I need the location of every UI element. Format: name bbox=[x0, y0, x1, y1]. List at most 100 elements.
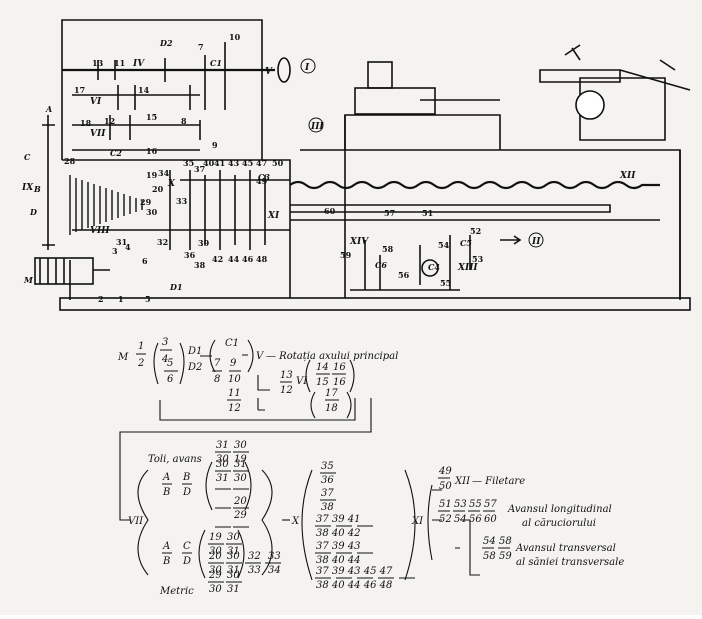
lower-pair-2-num: 20 bbox=[208, 551, 222, 562]
gear-38: 38 bbox=[194, 260, 206, 270]
gear-17-18-num: 17 bbox=[325, 388, 338, 399]
gear-51-52-num: 51 bbox=[439, 499, 452, 510]
gear-7-8-den: 8 bbox=[214, 374, 220, 385]
letter-d2: D2 bbox=[159, 38, 173, 48]
lower-pair2-3-den: 31 bbox=[227, 584, 240, 595]
gear-18: 18 bbox=[80, 118, 92, 128]
shaft-xii-label: XII bbox=[619, 171, 636, 181]
gear-32-33-den: 33 bbox=[248, 565, 261, 576]
lower-pair2-1-num: 30 bbox=[227, 532, 240, 543]
shaft-xiii-label: XIII bbox=[457, 263, 478, 273]
gear-1: 1 bbox=[118, 294, 124, 304]
gear-8: 8 bbox=[181, 116, 187, 126]
x-row-2-num: 37 39 41 bbox=[316, 514, 361, 525]
lower-a: A bbox=[162, 541, 170, 552]
gear-31: 31 bbox=[116, 237, 127, 247]
gear-19: 19 bbox=[146, 170, 158, 180]
gear-53-54-den: 54 bbox=[454, 514, 467, 525]
gear-54-58-num: 54 bbox=[483, 536, 496, 547]
gear-44: 44 bbox=[228, 254, 240, 264]
gear-51-52-den: 52 bbox=[439, 514, 452, 525]
gear-16-16-num: 16 bbox=[333, 362, 346, 373]
x-row-1-den: 38 bbox=[321, 502, 334, 513]
lower-pair-1-num: 19 bbox=[209, 532, 222, 543]
gear-56: 56 bbox=[398, 270, 410, 280]
motor-label: M bbox=[117, 352, 129, 363]
feed-shaft bbox=[290, 204, 611, 213]
gear-30: 30 bbox=[146, 207, 158, 217]
upper-pair-2-den: 19 bbox=[234, 454, 247, 465]
lower-pair2-2-den: 31 bbox=[227, 565, 240, 576]
upper-pair-2-num: 30 bbox=[234, 440, 247, 451]
gear-49-50-num: 49 bbox=[438, 466, 452, 477]
gear-33-34-num: 33 bbox=[268, 551, 281, 562]
c1-label: C1 bbox=[225, 338, 239, 349]
gear-48: 48 bbox=[256, 254, 268, 264]
spindle-rotation: — Rotația axului principal bbox=[266, 351, 398, 362]
shaft-vii-scheme: VII bbox=[128, 516, 144, 527]
letter-b: B bbox=[33, 184, 41, 194]
letter-c1: C1 bbox=[210, 58, 222, 68]
gearbox-box bbox=[62, 159, 291, 298]
gear-39: 39 bbox=[198, 238, 210, 248]
gear-14-15-num: 14 bbox=[316, 362, 329, 373]
shaft-xi-scheme: XI bbox=[411, 516, 424, 527]
gear-35: 35 bbox=[183, 158, 194, 168]
gear-3-4-den: 4 bbox=[161, 354, 168, 365]
motor bbox=[34, 257, 110, 285]
lathe-bed bbox=[59, 297, 691, 311]
kinematic-scheme: M 1 2 3 4 5 6 D1 D2 C1 7 8 9 10 11 12 V … bbox=[117, 337, 624, 597]
circled-i-label: I bbox=[304, 63, 310, 73]
gear-46: 46 bbox=[242, 254, 254, 264]
upper-pair-4-num: 31 bbox=[234, 459, 247, 470]
gear-9-10-den: 10 bbox=[228, 374, 241, 385]
shaft-ix-label: IX bbox=[21, 183, 34, 193]
gear-6: 6 bbox=[142, 256, 148, 266]
gear-32-33-num: 32 bbox=[248, 551, 261, 562]
cross-feed-line-2: al săniei transversale bbox=[516, 557, 624, 568]
shaft-v-scheme: V bbox=[256, 351, 265, 362]
circle-iii bbox=[308, 117, 324, 133]
circled-iii-label: III bbox=[310, 122, 324, 132]
lower-pair2-2-num: 30 bbox=[227, 551, 240, 562]
letter-a: A bbox=[45, 104, 52, 114]
x-row-4-num: 37 39 43 45 47 bbox=[316, 566, 393, 577]
circle-i bbox=[300, 58, 316, 74]
shaft-vii-label: VII bbox=[90, 129, 106, 139]
shaft-vi-label: VI bbox=[90, 97, 102, 107]
x-row-3-den: 38 40 44 bbox=[316, 555, 361, 566]
upper-pair-1-den: 30 bbox=[216, 454, 229, 465]
gear-51: 51 bbox=[422, 208, 433, 218]
gear-9-10-num: 9 bbox=[230, 358, 237, 369]
gear-10: 10 bbox=[229, 32, 241, 42]
lower-b: B bbox=[162, 556, 170, 567]
letter-c: C bbox=[24, 152, 31, 162]
gear-11-12-den: 12 bbox=[228, 403, 241, 414]
gear-54: 54 bbox=[438, 240, 450, 250]
x-row-2-den: 38 40 42 bbox=[316, 528, 361, 539]
lower-pair-2-den: 30 bbox=[209, 565, 222, 576]
lower-pair-3-num: 29 bbox=[208, 570, 222, 581]
lower-pair-3-den: 30 bbox=[209, 584, 222, 595]
gear-11: 11 bbox=[114, 58, 125, 68]
gear-58-59-den: 59 bbox=[499, 551, 512, 562]
upper-pair-3-den: 31 bbox=[216, 473, 229, 484]
circle-ii bbox=[528, 232, 544, 248]
gear-16-16-den: 16 bbox=[333, 377, 346, 388]
gear-13-12-num: 13 bbox=[280, 370, 293, 381]
shaft-xiv-label: XIV bbox=[349, 237, 369, 247]
machine-drawing bbox=[34, 19, 691, 311]
x-row-3-num: 37 39 43 bbox=[316, 541, 361, 552]
long-feed-line-1: Avansul longitudinal bbox=[507, 504, 612, 515]
letter-c2: C2 bbox=[110, 148, 122, 158]
upper-pair-4-den: 30 bbox=[234, 473, 247, 484]
gear-3: 3 bbox=[112, 246, 118, 256]
d1-label: D1 bbox=[187, 346, 202, 357]
filetare-label: — Filetare bbox=[472, 476, 525, 487]
gear-54-58-den: 58 bbox=[483, 551, 496, 562]
scheme-brackets bbox=[119, 339, 510, 583]
gear-13-12-den: 12 bbox=[280, 385, 293, 396]
gear-7-8-num: 7 bbox=[214, 358, 221, 369]
gear-42: 42 bbox=[212, 254, 223, 264]
